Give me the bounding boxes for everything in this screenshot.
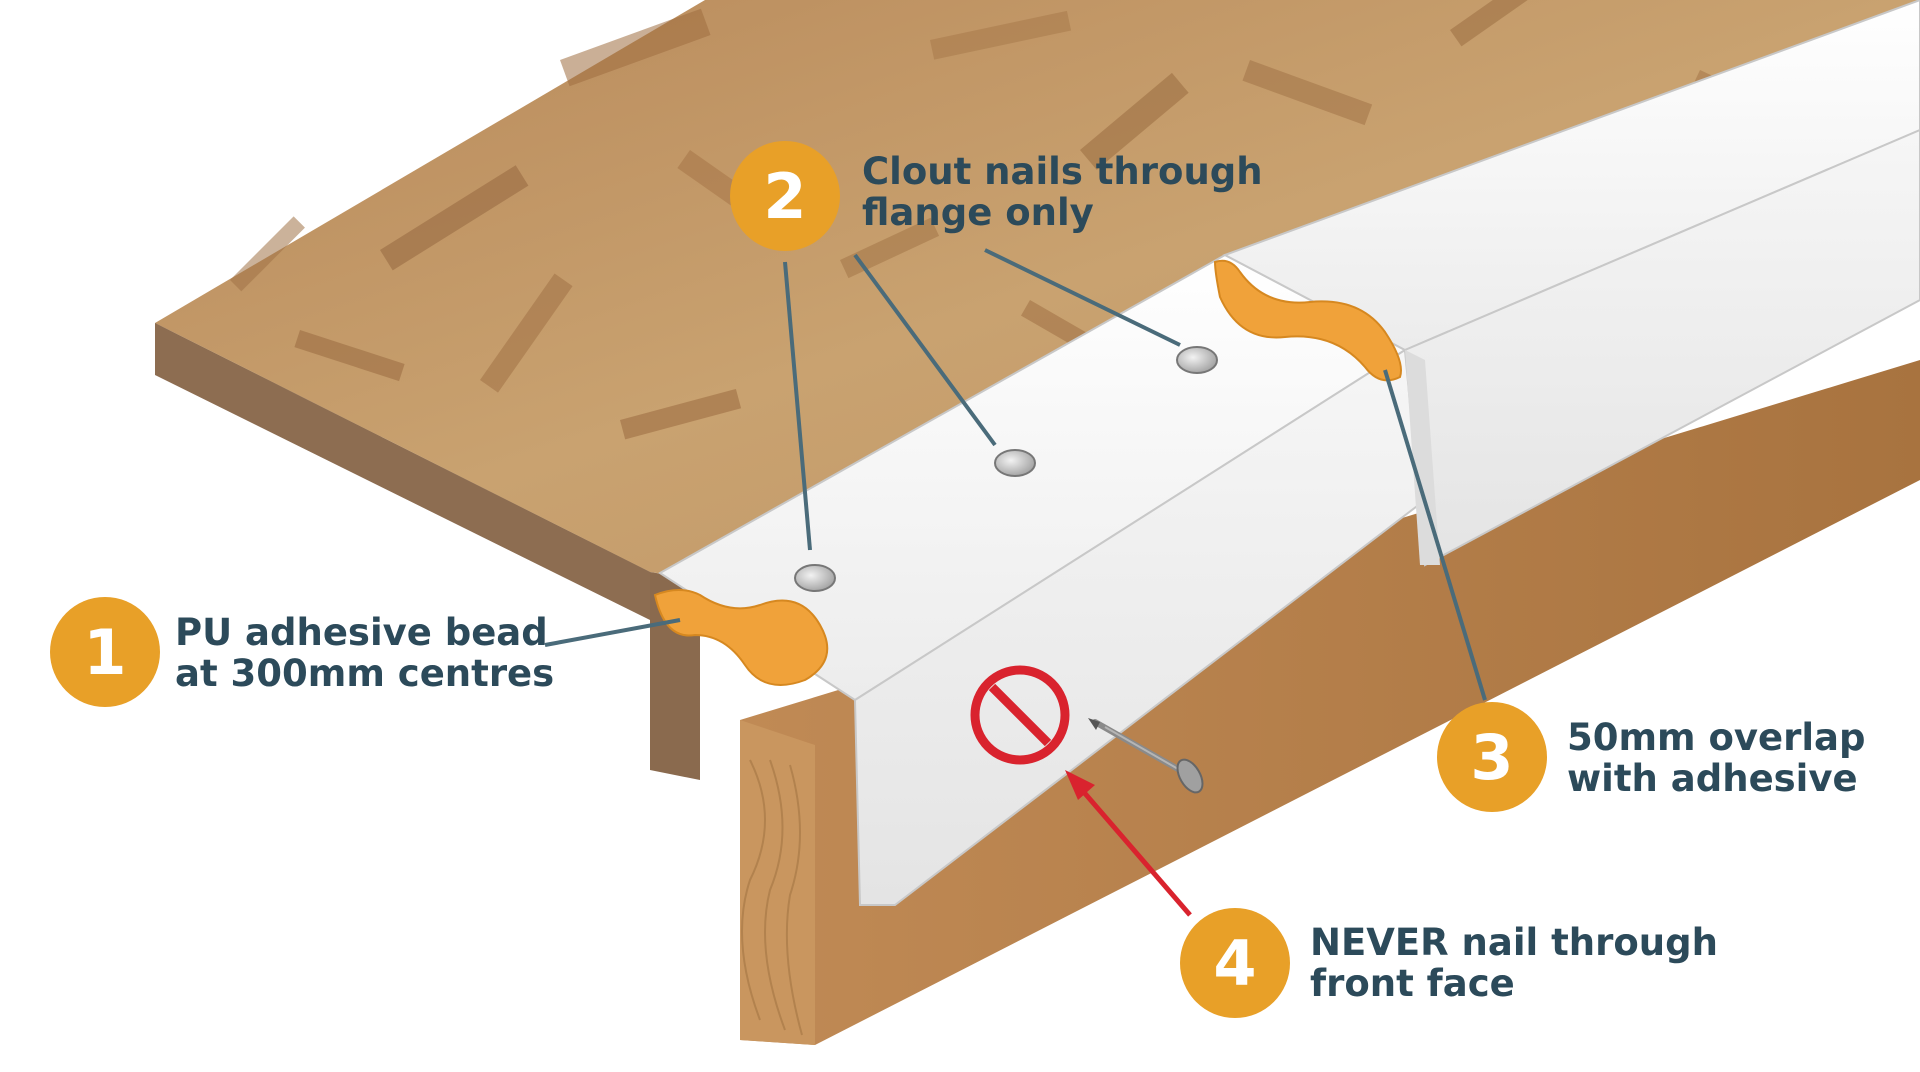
timber-fascia-front	[740, 360, 1920, 1045]
clout-nail-head-icon	[994, 449, 1036, 477]
callout-4-line-2: front face	[1310, 962, 1515, 1005]
drip-edge-face-left	[853, 348, 1427, 906]
callout-3: 3 50mm overlap with adhesive	[1437, 702, 1866, 812]
callout-2-line-1: Clout nails through	[862, 150, 1263, 193]
callout-4-line-1: NEVER nail through	[1310, 921, 1718, 964]
callout-number-1: 1	[83, 616, 126, 689]
callout-badge-4	[1180, 908, 1290, 1018]
leader-lines	[544, 248, 1487, 701]
callout-number-3: 3	[1470, 721, 1513, 794]
warning-arrow	[1065, 770, 1192, 917]
callout-3-line-2: with adhesive	[1567, 757, 1858, 800]
timber-fascia-end	[740, 720, 815, 1045]
callout-2: 2 Clout nails through flange only	[730, 141, 1263, 251]
adhesive-bead-overlap	[1213, 259, 1402, 382]
clout-nail-head-icon	[794, 564, 836, 592]
callout-4: 4 NEVER nail through front face	[1180, 908, 1718, 1018]
callout-number-4: 4	[1213, 927, 1256, 1000]
callout-badge-2	[730, 141, 840, 251]
callout-number-2: 2	[763, 160, 806, 233]
adhesive-bead-left	[653, 589, 829, 686]
osb-board-top	[155, 0, 1920, 588]
callout-1: 1 PU adhesive bead at 300mm centres	[50, 597, 554, 707]
callout-1-line-2: at 300mm centres	[175, 652, 554, 695]
callout-2-line-2: flange only	[862, 191, 1094, 234]
nail-icon	[1088, 718, 1204, 794]
clout-nail-head-icon	[1176, 346, 1218, 374]
callout-1-line-1: PU adhesive bead	[175, 611, 548, 654]
timber-end-grain	[741, 759, 803, 1036]
no-entry-icon	[970, 665, 1070, 765]
callout-badge-3	[1437, 702, 1547, 812]
osb-board-edge-face	[155, 323, 650, 620]
callout-badge-1	[50, 597, 160, 707]
callout-3-line-1: 50mm overlap	[1567, 716, 1866, 759]
drip-edge-overlap-edge	[1405, 350, 1440, 565]
